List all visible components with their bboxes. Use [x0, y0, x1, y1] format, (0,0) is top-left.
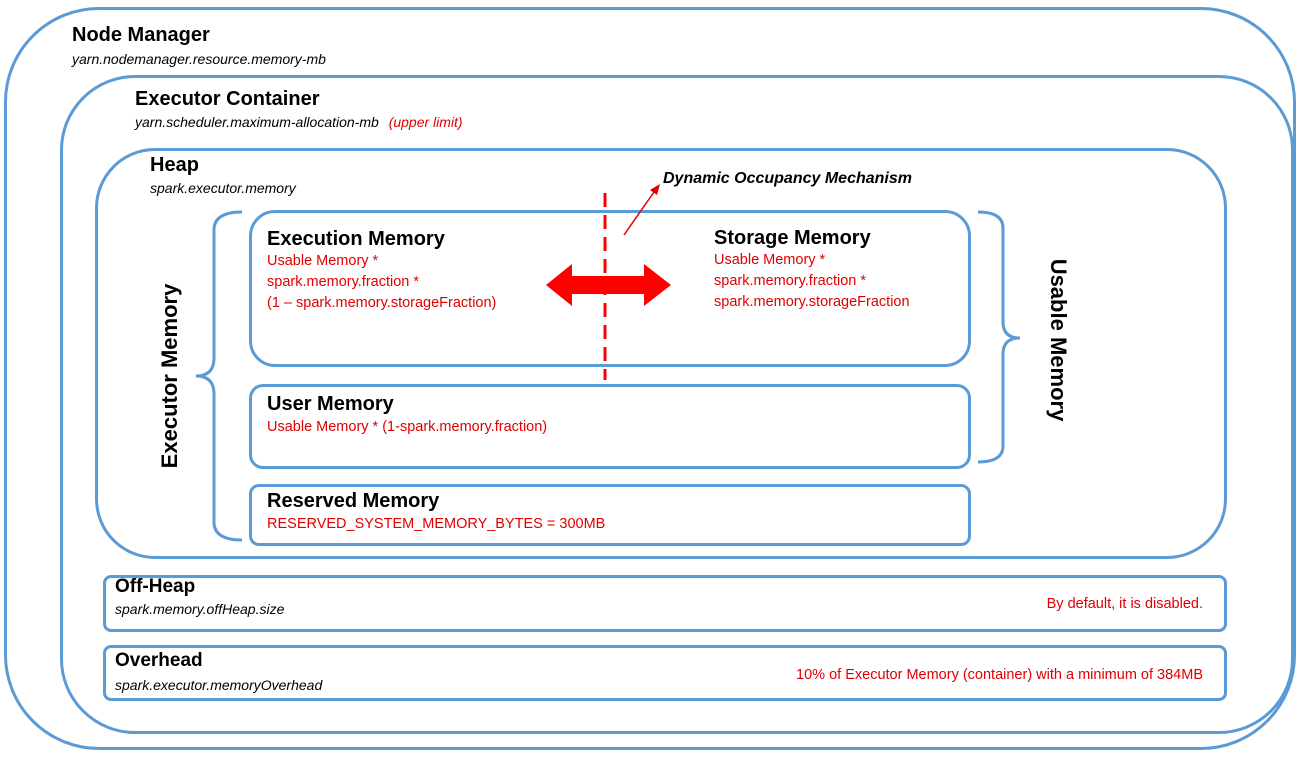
- execution-formula-line-3: (1 – spark.memory.storageFraction): [267, 295, 497, 311]
- node-manager-title: Node Manager: [72, 24, 210, 46]
- usable-memory-brace: [977, 210, 1021, 464]
- executor-container-note: (upper limit): [388, 114, 463, 130]
- executor-memory-brace: [195, 210, 243, 542]
- execution-memory-title: Execution Memory: [267, 228, 445, 250]
- overhead-note: 10% of Executor Memory (container) with …: [796, 667, 1203, 683]
- execution-formula-line-2: spark.memory.fraction *: [267, 274, 420, 290]
- user-memory-box: [249, 384, 971, 469]
- executor-container-param-text: yarn.scheduler.maximum-allocation-mb: [135, 114, 379, 130]
- overhead-box: [103, 645, 1227, 701]
- execution-memory-formula: Usable Memory * spark.memory.fraction * …: [267, 251, 496, 314]
- executor-container-box: [60, 75, 1294, 734]
- executor-container-param: yarn.scheduler.maximum-allocation-mb (up…: [135, 115, 463, 129]
- dynamic-pointer-line: [623, 191, 655, 236]
- off-heap-param: spark.memory.offHeap.size: [115, 601, 285, 617]
- storage-formula-line-2: spark.memory.fraction *: [714, 273, 867, 289]
- user-memory-formula: Usable Memory * (1-spark.memory.fraction…: [267, 419, 548, 435]
- overhead-param: spark.executor.memoryOverhead: [115, 677, 323, 693]
- storage-memory-title: Storage Memory: [714, 227, 871, 249]
- reserved-memory-title: Reserved Memory: [267, 490, 440, 512]
- node-manager-param: yarn.nodemanager.resource.memory-mb: [72, 51, 326, 67]
- overhead-title: Overhead: [115, 650, 203, 671]
- user-memory-title: User Memory: [267, 393, 394, 415]
- off-heap-note: By default, it is disabled.: [1046, 596, 1203, 612]
- heap-box: [95, 148, 1227, 559]
- storage-memory-formula: Usable Memory * spark.memory.fraction * …: [714, 250, 910, 313]
- off-heap-title: Off-Heap: [115, 576, 196, 597]
- off-heap-box: [103, 575, 1227, 632]
- heap-title: Heap: [150, 154, 199, 176]
- dynamic-occupancy-label: Dynamic Occupancy Mechanism: [663, 170, 912, 187]
- execution-formula-line-1: Usable Memory *: [267, 253, 379, 269]
- executor-container-title: Executor Container: [135, 88, 320, 110]
- storage-formula-line-1: Usable Memory *: [714, 252, 826, 268]
- double-arrow-icon: [546, 264, 671, 306]
- execution-storage-box: [249, 210, 971, 367]
- heap-param: spark.executor.memory: [150, 180, 296, 196]
- reserved-memory-formula: RESERVED_SYSTEM_MEMORY_BYTES = 300MB: [267, 516, 606, 532]
- storage-formula-line-3: spark.memory.storageFraction: [714, 294, 910, 310]
- dynamic-pointer-head: [650, 184, 660, 195]
- node-manager-box: [4, 7, 1296, 750]
- reserved-memory-box: [249, 484, 971, 546]
